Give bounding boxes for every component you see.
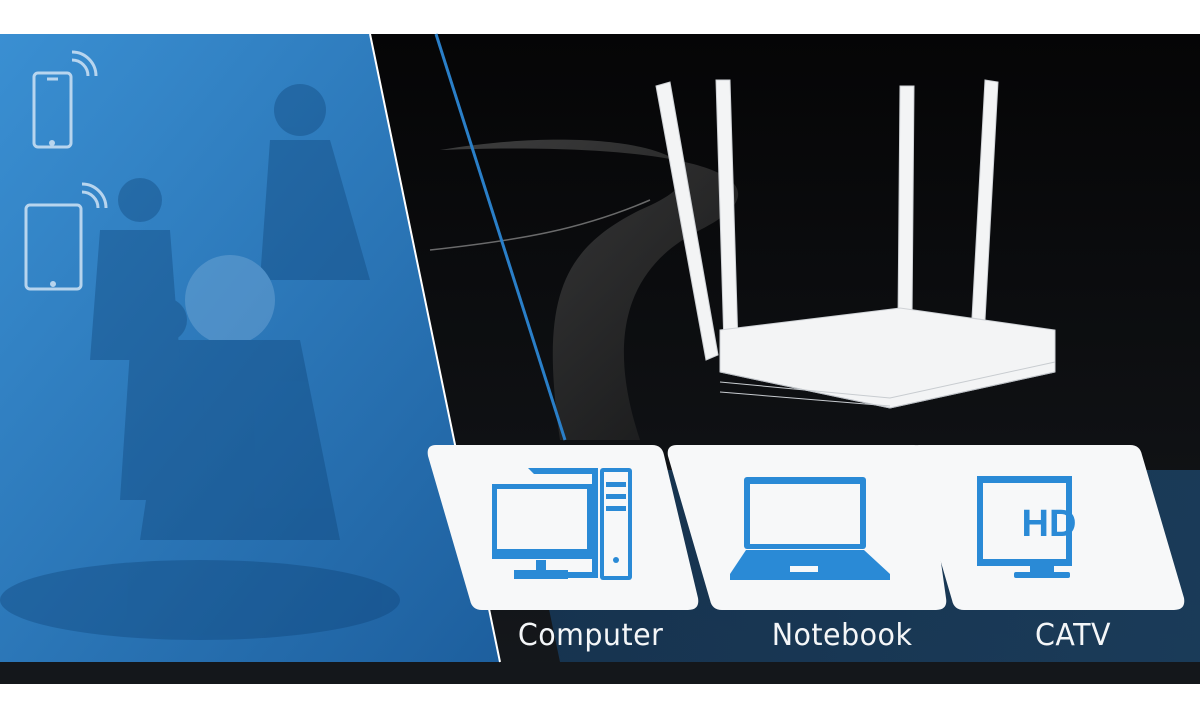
- device-label-computer: Computer: [517, 618, 664, 653]
- device-label-notebook: Notebook: [771, 618, 913, 653]
- family-photo-panel: [0, 34, 500, 662]
- device-card-computer: [427, 445, 699, 610]
- desktop-computer-icon: [492, 468, 632, 580]
- device-card-catv: HD: [909, 445, 1185, 610]
- tablet-wifi-icon: [24, 182, 108, 291]
- laptop-icon: [730, 477, 890, 580]
- device-label-catv: CATV: [1035, 618, 1111, 653]
- hd-tv-icon: HD: [977, 476, 1076, 578]
- family-photo-silhouettes: [0, 84, 400, 640]
- router-image: [655, 79, 1056, 409]
- road-graphic: [440, 139, 739, 441]
- smartphone-wifi-icon: [32, 50, 98, 149]
- device-card-notebook: [667, 445, 947, 610]
- hd-badge: HD: [1022, 503, 1077, 545]
